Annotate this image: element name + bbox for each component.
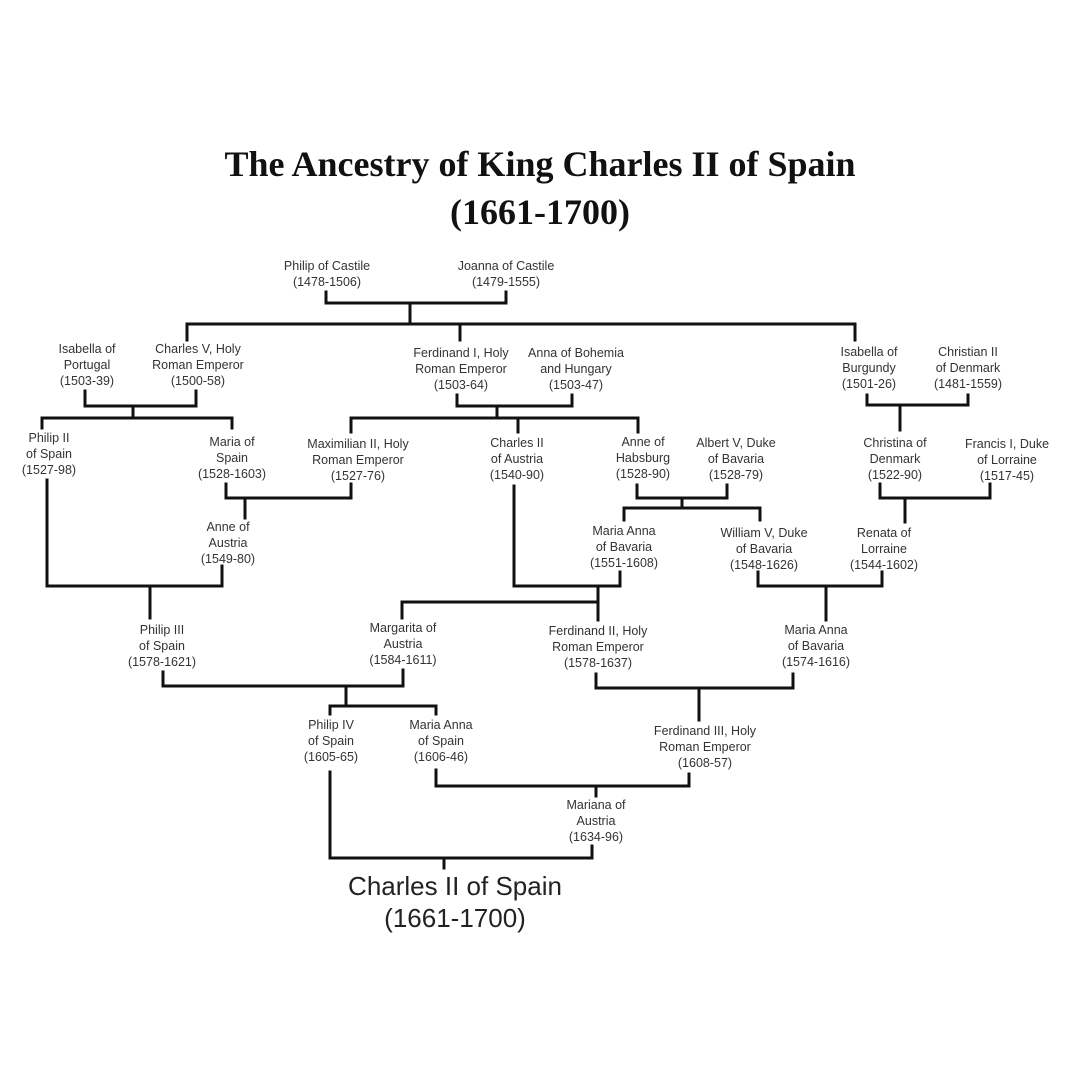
person-francis-i: Francis I, Duke of Lorraine (1517-45) xyxy=(964,437,1050,483)
diagram-title: The Ancestry of King Charles II of Spain xyxy=(224,144,856,184)
person-renata-of-lorraine: Renata of Lorraine (1544-1602) xyxy=(849,526,919,572)
person-maximilian-ii: Maximilian II, Holy Roman Emperor (1527-… xyxy=(307,437,409,483)
person-charles-ii-of-austria: Charles II of Austria (1540-90) xyxy=(489,436,545,482)
person-ferdinand-ii: Ferdinand II, Holy Roman Emperor (1578-1… xyxy=(548,624,648,670)
person-philip-iv: Philip IV of Spain (1605-65) xyxy=(303,718,359,764)
person-isabella-of-portugal: Isabella of Portugal (1503-39) xyxy=(58,342,116,388)
person-william-v: William V, Duke of Bavaria (1548-1626) xyxy=(720,526,808,572)
person-christina-of-denmark: Christina of Denmark (1522-90) xyxy=(863,436,927,482)
person-ferdinand-iii: Ferdinand III, Holy Roman Emperor (1608-… xyxy=(653,724,757,770)
person-maria-anna-of-bavaria-1551: Maria Anna of Bavaria (1551-1608) xyxy=(589,524,659,570)
person-philip-iii: Philip III of Spain (1578-1621) xyxy=(127,623,197,669)
diagram-title-dates: (1661-1700) xyxy=(450,192,630,232)
person-anna-of-bohemia: Anna of Bohemia and Hungary (1503-47) xyxy=(528,346,624,392)
person-anne-of-habsburg: Anne of Habsburg (1528-90) xyxy=(615,435,671,481)
person-philip-of-castile: Philip of Castile (1478-1506) xyxy=(283,259,371,289)
person-maria-anna-of-spain: Maria Anna of Spain (1606-46) xyxy=(409,718,473,764)
person-anne-of-austria: Anne of Austria (1549-80) xyxy=(200,520,256,566)
person-charles-ii-of-spain: Charles II of Spain (1661-1700) xyxy=(348,871,562,933)
person-joanna-of-castile: Joanna of Castile (1479-1555) xyxy=(457,259,555,289)
person-maria-of-spain: Maria of Spain (1528-1603) xyxy=(197,435,267,481)
person-charles-v: Charles V, Holy Roman Emperor (1500-58) xyxy=(152,342,244,388)
person-albert-v: Albert V, Duke of Bavaria (1528-79) xyxy=(696,436,776,482)
person-margarita-of-austria: Margarita of Austria (1584-1611) xyxy=(369,621,437,667)
person-isabella-of-burgundy: Isabella of Burgundy (1501-26) xyxy=(840,345,898,391)
person-ferdinand-i: Ferdinand I, Holy Roman Emperor (1503-64… xyxy=(413,346,509,392)
person-mariana-of-austria: Mariana of Austria (1634-96) xyxy=(566,798,626,844)
person-christian-ii: Christian II of Denmark (1481-1559) xyxy=(933,345,1003,391)
person-maria-anna-of-bavaria-1574: Maria Anna of Bavaria (1574-1616) xyxy=(781,623,851,669)
person-philip-ii: Philip II of Spain (1527-98) xyxy=(21,431,77,477)
